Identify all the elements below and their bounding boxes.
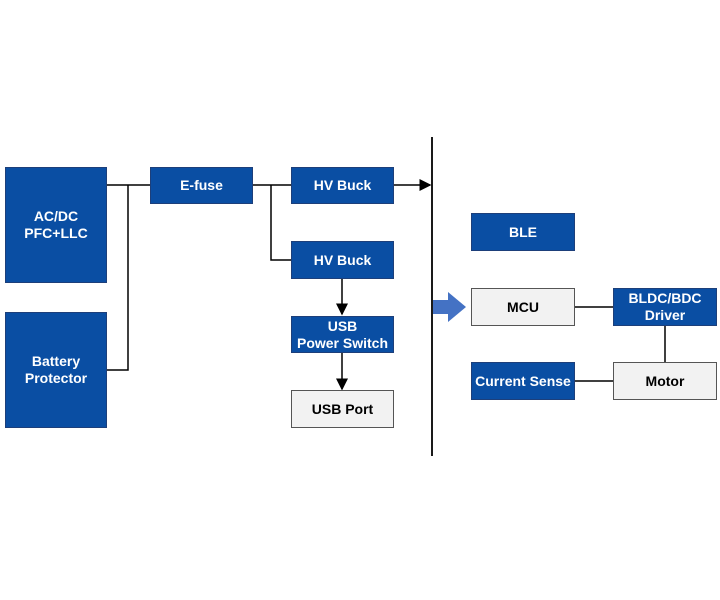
efuse-block: E-fuse	[150, 167, 253, 204]
hv-buck-1-block: HV Buck	[291, 167, 394, 204]
motor-block: Motor	[613, 362, 717, 400]
current-sense-block: Current Sense	[471, 362, 575, 400]
battery-label: Battery Protector	[24, 353, 88, 386]
usb-power-switch-label: USB Power Switch	[296, 317, 389, 351]
hv-buck-2-block: HV Buck	[291, 241, 394, 279]
ble-label: BLE	[509, 223, 537, 240]
usb-port-block: USB Port	[291, 390, 394, 428]
wire-efuse-hvbuck2	[270, 185, 291, 261]
acdc-pfc-llc-block: AC/DC PFC+LLC	[5, 167, 107, 283]
bldc-bdc-driver-block: BLDC/BDC Driver	[613, 288, 717, 326]
blue-arrow-icon	[433, 292, 466, 322]
mcu-block: MCU	[471, 288, 575, 326]
acdc-label: AC/DC PFC+LLC	[24, 208, 88, 241]
driver-label: BLDC/BDC Driver	[628, 290, 702, 323]
mcu-label: MCU	[507, 298, 539, 315]
current-sense-label: Current Sense	[475, 372, 571, 389]
efuse-label: E-fuse	[180, 177, 223, 193]
battery-protector-block: Battery Protector	[5, 312, 107, 428]
motor-label: Motor	[645, 372, 685, 389]
usb-port-label: USB Port	[311, 400, 374, 417]
hv-buck-2-label: HV Buck	[313, 251, 372, 268]
ble-block: BLE	[471, 213, 575, 251]
wire-battery-efuse	[107, 185, 129, 371]
usb-power-switch-block: USB Power Switch	[291, 316, 394, 353]
hv-buck-1-label: HV Buck	[313, 177, 372, 193]
